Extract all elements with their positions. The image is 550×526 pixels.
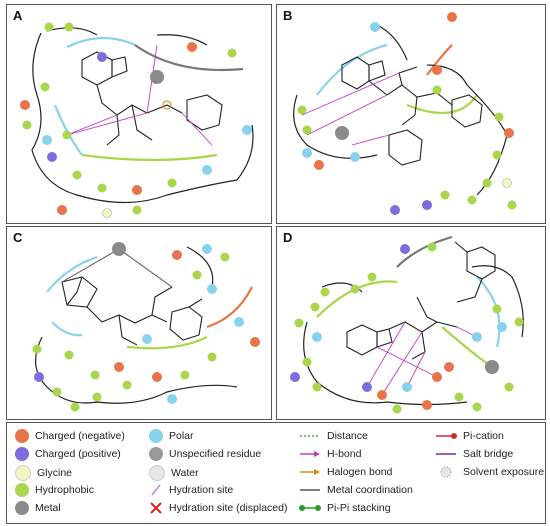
legend-item-pi-pi-stacking: Pi-Pi stacking — [299, 501, 391, 515]
pocket-contour — [126, 336, 208, 350]
residue-chain — [31, 32, 254, 204]
metal-coordination-lines — [61, 248, 173, 288]
unspecified-residue-icon — [149, 447, 163, 461]
charged-positive-icon — [15, 447, 29, 461]
legend-label: Halogen bond — [327, 466, 393, 478]
legend-label: Metal — [35, 502, 61, 514]
legend-label: Polar — [169, 430, 194, 442]
residue-chain — [426, 64, 508, 196]
panel-d-drawing — [290, 235, 524, 414]
pocket-contour — [426, 44, 453, 76]
residue-chain — [186, 246, 214, 288]
panel-label: C — [13, 230, 23, 245]
pi-pi-stacking-icon — [299, 501, 321, 515]
legend-item-hydration-site: Hydration site — [149, 483, 233, 497]
polar-icon — [149, 429, 163, 443]
halogen-bond-icon — [299, 465, 321, 479]
pocket-contour — [396, 235, 453, 268]
legend-label: Pi-Pi stacking — [327, 502, 391, 514]
residue-chain — [376, 24, 408, 61]
solvent-exposure-icon — [435, 465, 457, 479]
panel-a: A — [6, 4, 272, 224]
legend-item-polar: Polar — [149, 429, 194, 443]
hydrophobic-icon — [15, 483, 29, 497]
residue-chain — [156, 34, 208, 46]
legend-label: Hydrophobic — [35, 484, 94, 496]
legend-item-pi-cation: Pi-cation — [435, 429, 504, 443]
residue-chain — [471, 265, 524, 338]
panel-label: A — [13, 8, 23, 23]
panel-c: C — [6, 226, 272, 420]
residue-balls — [20, 22, 252, 218]
legend-item-salt-bridge: Salt bridge — [435, 447, 513, 461]
ligand-structure — [341, 56, 483, 166]
glycine-icon — [15, 465, 31, 481]
residue-balls — [297, 12, 517, 215]
pocket-contour — [206, 286, 253, 329]
ligand-structure — [81, 51, 223, 146]
legend-item-halogen-bond: Halogen bond — [299, 465, 392, 479]
legend-item-distance: Distance — [299, 429, 368, 443]
residue-balls — [32, 242, 260, 412]
salt-bridge-icon — [435, 447, 457, 461]
legend-item-h-bond: H-bond — [299, 447, 361, 461]
legend-label: Solvent exposure — [463, 466, 545, 478]
panel-b: B — [276, 4, 546, 224]
legend-label: Glycine — [37, 467, 73, 479]
h-bond-icon — [299, 447, 321, 461]
legend-item-charged-negative: Charged (negative) — [15, 429, 125, 443]
panel-label: D — [283, 230, 293, 245]
legend-item-solvent-exposure: Solvent exposure — [435, 465, 544, 479]
legend-item-water: Water — [149, 465, 199, 481]
legend-label: Unspecified residue — [169, 448, 262, 460]
legend-label: Salt bridge — [463, 448, 514, 460]
pocket-contour — [46, 255, 98, 293]
h-bond-lines — [301, 72, 400, 146]
hydration-site-displaced-icon — [149, 501, 163, 515]
pocket-contour — [51, 321, 83, 337]
pocket-contour — [81, 153, 218, 162]
h-bond-lines — [366, 321, 478, 396]
h-bond-lines — [66, 44, 213, 146]
legend-label: Distance — [327, 430, 368, 442]
legend-label: Water — [171, 467, 199, 479]
pocket-contour — [441, 326, 493, 368]
legend-item-charged-positive: Charged (positive) — [15, 447, 121, 461]
legend-label: Hydration site — [169, 484, 234, 496]
ligand-structure — [61, 276, 203, 346]
panel-d: D — [276, 226, 546, 420]
pocket-contour — [134, 44, 244, 72]
metal-coordination-icon — [299, 483, 321, 497]
pocket-contour — [53, 104, 83, 156]
legend-label: H-bond — [327, 448, 362, 460]
legend-item-hydration-site-displaced: Hydration site (displaced) — [149, 501, 287, 515]
panel-c-drawing — [32, 242, 260, 412]
legend-label: Charged (negative) — [35, 430, 125, 442]
water-icon — [149, 465, 165, 481]
legend: Charged (negative) Charged (positive) Gl… — [6, 422, 546, 524]
pocket-contour — [406, 94, 478, 115]
legend-item-glycine: Glycine — [15, 465, 72, 481]
pocket-contour — [66, 36, 136, 48]
legend-item-hydrophobic: Hydrophobic — [15, 483, 94, 497]
legend-item-metal: Metal — [15, 501, 61, 515]
legend-item-unspecified-residue: Unspecified residue — [149, 447, 261, 461]
pi-cation-icon — [435, 429, 457, 443]
panel-a-drawing — [20, 22, 254, 218]
panel-label: B — [283, 8, 293, 23]
hydration-site-icon — [149, 483, 163, 497]
panel-b-drawing — [293, 12, 517, 215]
distance-icon — [299, 429, 321, 443]
legend-label: Charged (positive) — [35, 448, 121, 460]
legend-label: Hydration site (displaced) — [169, 502, 288, 514]
metal-icon — [15, 501, 29, 515]
ligand-structure — [346, 241, 496, 360]
legend-label: Metal coordination — [327, 484, 413, 496]
charged-negative-icon — [15, 429, 29, 443]
pocket-contour — [316, 43, 388, 96]
residue-balls — [290, 242, 524, 414]
legend-item-metal-coordination: Metal coordination — [299, 483, 413, 497]
legend-label: Pi-cation — [463, 430, 504, 442]
